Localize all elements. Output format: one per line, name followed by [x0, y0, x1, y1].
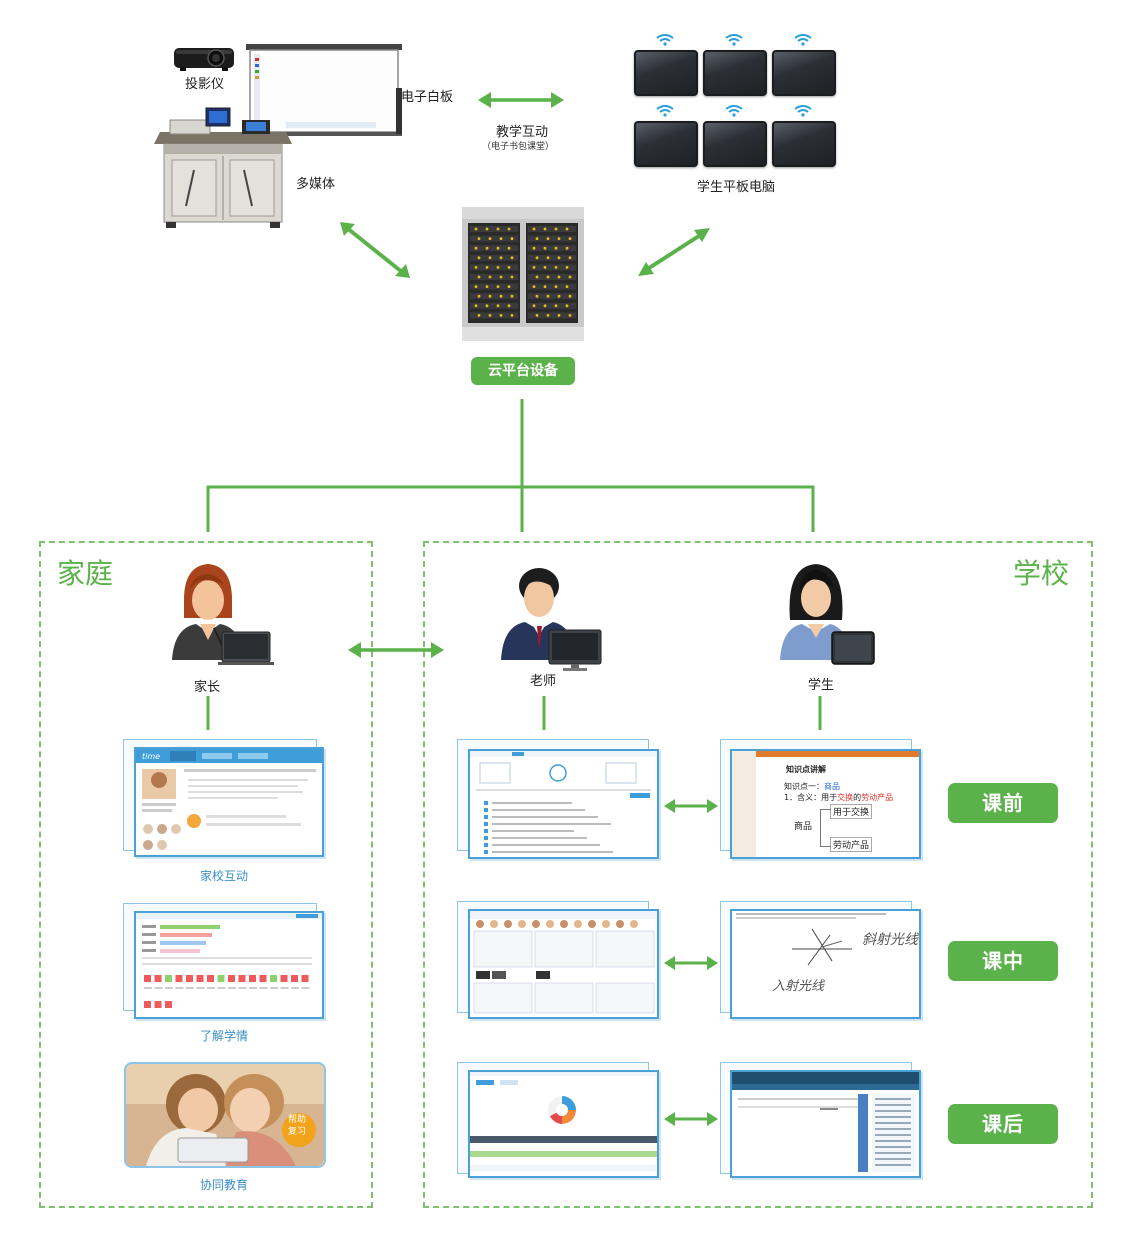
knowledge-node-bottom: 劳动产品 — [830, 837, 873, 852]
knowledge-line2-c: 的 — [853, 793, 862, 802]
help-review-badge: 帮助 复习 — [287, 1115, 306, 1137]
home-caption-1: 家校互动 — [200, 869, 249, 883]
multimedia-podium-icon — [154, 106, 292, 230]
projector-label: 投影仪 — [185, 77, 225, 92]
pair-double-arrow — [664, 1111, 718, 1127]
cloud-platform-label: 云平台设备 — [471, 357, 575, 385]
whiteboard-icon — [246, 44, 402, 142]
knowledge-topbar — [756, 751, 919, 757]
knowledge-line-1: 知识点一：商品 — [784, 781, 840, 792]
handwriting-2: 入射光线 — [772, 979, 825, 994]
phase-after-class: 课后 — [948, 1104, 1058, 1144]
parent-label: 家长 — [194, 680, 221, 695]
phase-in-class: 课中 — [948, 941, 1058, 981]
pair-double-arrow — [664, 798, 718, 814]
student-handwriting-screenshot: 斜射光线 入射光线 — [730, 909, 921, 1019]
tablet-icon — [772, 50, 836, 96]
tablet-icon — [634, 50, 698, 96]
wifi-icon — [794, 102, 812, 117]
home-interaction-screenshot: time — [134, 747, 324, 857]
interaction-sublabel: （电子书包课堂） — [482, 142, 555, 152]
wifi-icon — [656, 102, 674, 117]
svg-text:time: time — [142, 752, 160, 761]
teacher-inclass-screenshot — [468, 909, 659, 1019]
teacher-preclass-screenshot — [468, 749, 659, 859]
knowledge-node-top: 用于交换 — [830, 804, 873, 819]
student-label: 学生 — [808, 678, 835, 693]
collaborative-education-photo — [124, 1062, 326, 1168]
school-section — [423, 541, 1093, 1208]
tablet-icon — [703, 121, 767, 167]
student-postclass-screenshot — [730, 1070, 921, 1178]
home-caption-3: 协同教育 — [200, 1178, 249, 1192]
interaction-double-arrow — [478, 91, 564, 109]
student-avatar — [776, 560, 886, 670]
tablet-icon — [703, 50, 767, 96]
tablets-label: 学生平板电脑 — [697, 180, 776, 195]
whiteboard-label: 电子白板 — [401, 90, 454, 105]
knowledge-line-2: 1．含义：用于交换的劳动产品 — [784, 792, 893, 803]
knowledge-sidebar — [732, 751, 756, 857]
teacher-avatar — [497, 560, 607, 672]
home-caption-2: 了解学情 — [200, 1029, 249, 1043]
knowledge-node-center: 商品 — [794, 822, 813, 832]
projector-icon — [172, 44, 236, 72]
home-learning-screenshot — [134, 911, 324, 1019]
school-title: 学校 — [1013, 557, 1070, 590]
knowledge-line2-b: 交换 — [837, 793, 854, 802]
multimedia-label: 多媒体 — [296, 177, 336, 192]
home-school-arrow — [348, 641, 444, 659]
wifi-icon — [656, 31, 674, 46]
student-knowledge-screenshot: 知识点讲解 知识点一：商品 1．含义：用于交换的劳动产品 用于交换 商品 劳动产… — [730, 749, 921, 859]
knowledge-brace — [820, 809, 831, 847]
knowledge-line1-prefix: 知识点一： — [784, 782, 824, 791]
tablets-cloud-arrow — [636, 226, 712, 278]
tablet-icon — [634, 121, 698, 167]
people-connectors — [0, 690, 1134, 740]
wifi-icon — [725, 102, 743, 117]
wifi-icon — [725, 31, 743, 46]
tablet-icon — [772, 121, 836, 167]
teacher-label: 老师 — [530, 674, 557, 689]
cloud-server-icon — [462, 207, 584, 341]
handwriting-1: 斜射光线 — [862, 932, 918, 948]
teacher-postclass-screenshot — [468, 1070, 659, 1178]
podium-cloud-arrow — [338, 220, 412, 280]
home-section — [39, 541, 373, 1208]
knowledge-line2-d: 劳动产品 — [861, 793, 894, 802]
parent-avatar — [166, 560, 276, 670]
wifi-icon — [794, 31, 812, 46]
knowledge-heading: 知识点讲解 — [786, 765, 826, 774]
knowledge-line1-value: 商品 — [824, 782, 840, 791]
home-title: 家庭 — [57, 557, 114, 590]
interaction-label: 教学互动 — [496, 125, 549, 140]
knowledge-line2-a: 1．含义：用于 — [784, 793, 838, 802]
phase-pre-class: 课前 — [948, 783, 1058, 823]
pair-double-arrow — [664, 955, 718, 971]
